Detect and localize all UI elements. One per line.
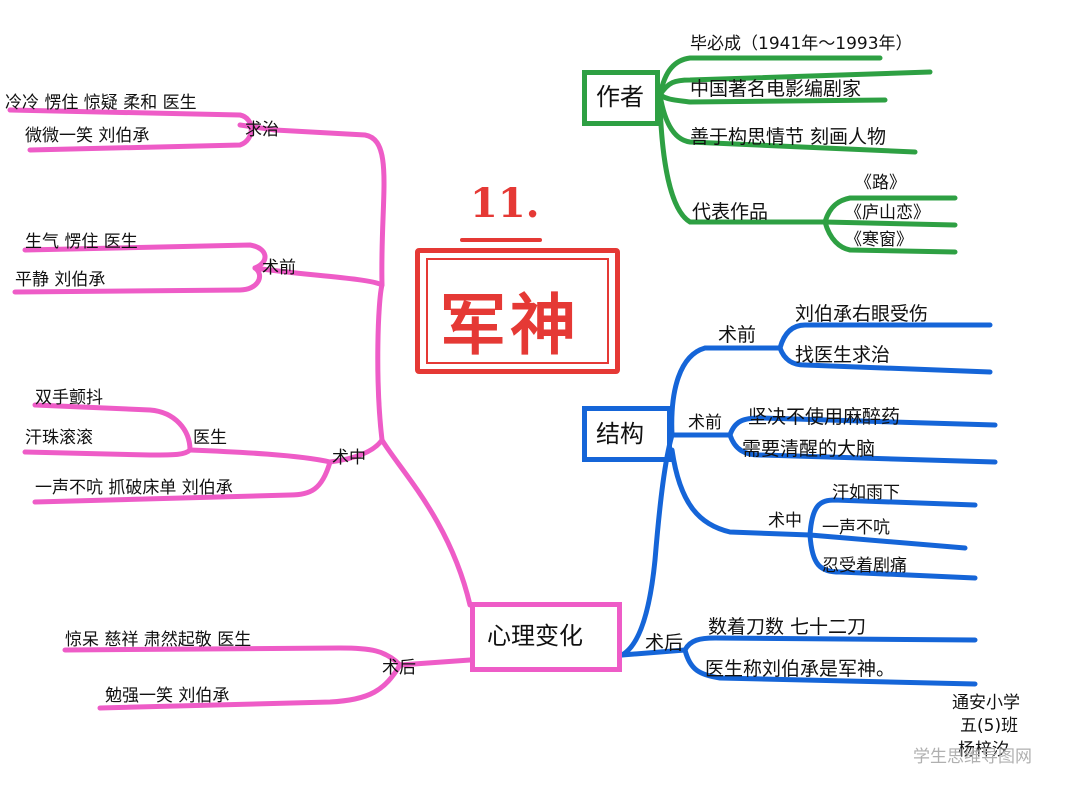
structure-during-item-2: 一声不吭	[822, 518, 890, 538]
psychology-after-item-2: 勉强一笑 刘伯承	[105, 686, 230, 706]
psychology-treatment-label: 求治	[245, 120, 279, 140]
structure-after-label: 术后	[645, 632, 684, 654]
structure-treatment-label: 术前	[718, 324, 757, 346]
psychology-label: 心理变化	[487, 622, 583, 650]
psychology-during-item-2: 汗珠滚滚	[25, 428, 93, 448]
author-work-3: 《寒窗》	[845, 230, 913, 250]
green-branches	[657, 55, 958, 255]
structure-after-item-2: 医生称刘伯承是军神。	[705, 658, 896, 680]
signature-class: 五(5)班	[960, 716, 1019, 736]
psychology-preop-item-1: 生气 愣住 医生	[25, 232, 138, 252]
structure-after-item-1: 数着刀数 七十二刀	[708, 616, 867, 638]
lesson-number: 11.	[470, 180, 540, 227]
psychology-during-label: 术中	[332, 448, 366, 468]
lesson-title: 军神	[440, 286, 580, 364]
structure-preop-item-1: 坚决不使用麻醉药	[748, 406, 901, 428]
author-fact-2: 善于构思情节 刻画人物	[690, 126, 887, 148]
pink-branches	[7, 107, 473, 711]
psychology-preop-label: 术前	[262, 258, 296, 278]
structure-during-item-1: 汗如雨下	[832, 483, 900, 503]
signature-name: 杨梓汐	[958, 740, 1009, 760]
structure-preop-label: 术前	[688, 413, 722, 433]
structure-treatment-item-2: 找医生求治	[795, 344, 891, 366]
title-frame-inner	[426, 258, 609, 364]
psychology-during-doctor-label: 医生	[193, 428, 227, 448]
author-work-1: 《路》	[855, 173, 906, 193]
structure-preop-item-2: 需要清醒的大脑	[742, 438, 876, 460]
watermark: 学生思维导图网	[913, 747, 1032, 767]
psychology-after-item-1: 惊呆 慈祥 肃然起敬 医生	[65, 630, 252, 650]
structure-during-label: 术中	[768, 511, 802, 531]
author-works-label: 代表作品	[692, 201, 769, 223]
author-name: 毕必成（1941年～1993年）	[690, 34, 913, 54]
psychology-after-label: 术后	[382, 658, 416, 678]
psychology-node	[470, 602, 622, 672]
structure-label: 结构	[596, 420, 644, 448]
structure-treatment-item-1: 刘伯承右眼受伤	[795, 303, 929, 325]
psychology-treatment-item-1: 冷冷 愣住 惊疑 柔和 医生	[5, 93, 197, 113]
structure-node	[582, 406, 672, 462]
author-label: 作者	[596, 83, 644, 111]
author-fact-1: 中国著名电影编剧家	[690, 78, 862, 100]
signature-school: 通安小学	[952, 693, 1020, 713]
author-node	[582, 70, 660, 126]
psychology-preop-item-2: 平静 刘伯承	[15, 270, 106, 290]
psychology-during-item-3: 一声不吭 抓破床单 刘伯承	[35, 478, 233, 498]
author-work-2: 《庐山恋》	[845, 203, 930, 223]
psychology-during-item-1: 双手颤抖	[35, 388, 103, 408]
title-frame	[415, 248, 620, 374]
blue-branches	[619, 322, 998, 687]
structure-during-item-3: 忍受着剧痛	[822, 556, 907, 576]
psychology-treatment-item-2: 微微一笑 刘伯承	[25, 126, 150, 146]
